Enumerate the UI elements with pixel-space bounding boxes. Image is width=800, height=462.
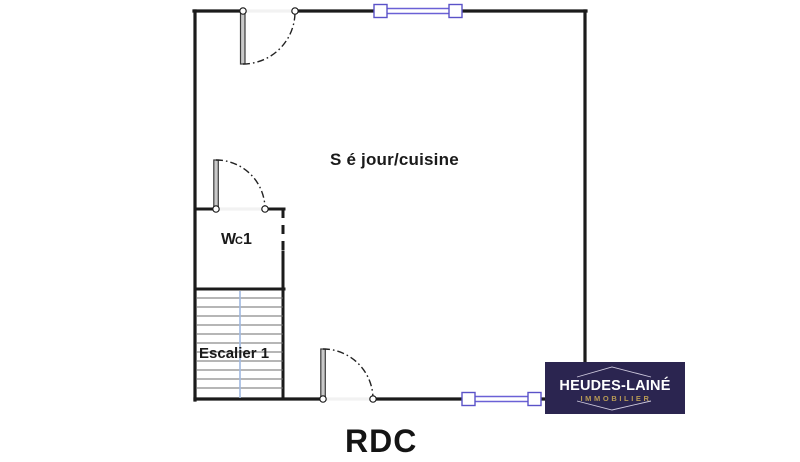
door-jamb-top-left [291,7,299,15]
window-bottom[interactable] [461,391,542,407]
door-swing-arc-top-left [242,11,296,65]
room-label-sejour-cuisine: S é jour/cuisine [330,150,459,169]
logo-chevron-top-icon [576,366,652,378]
door-wc[interactable] [212,159,269,213]
outer-walls [192,9,588,402]
logo-chevron-bottom-icon [576,400,652,411]
room-label-wc-number: 1 [243,231,252,248]
door-bottom[interactable] [319,348,377,403]
room-label-wc-c: C [235,235,243,247]
agency-logo: HEUDES-LAINÉ IMMOBILIER [545,362,685,414]
room-label-escalier: Escalier 1 [199,345,269,362]
door-jamb-wc [261,205,269,213]
logo-background-plate [545,362,685,414]
room-label-wc: W C 1 [221,231,252,248]
door-hinge-top-left [239,7,247,15]
window-bottom-jamb-left [461,391,476,407]
window-top-jamb-left [373,3,388,19]
door-top-left[interactable] [239,7,299,65]
door-hinge-bottom [319,395,327,403]
door-leaf-wc [213,159,219,210]
door-leaf-top-left [239,11,246,65]
door-jamb-bottom [369,395,377,403]
window-top[interactable] [373,3,463,19]
logo-subtitle-text: IMMOBILIER [581,394,652,403]
door-swing-arc-wc [215,159,266,210]
wc-room-walls [193,207,286,292]
logo-name-text: HEUDES-LAINÉ [559,377,670,394]
door-swing-arc-bottom [322,348,374,400]
door-hinge-wc [212,205,220,213]
plan-title-rdc: RDC [345,423,417,459]
door-leaf-bottom [320,348,326,400]
window-top-jamb-right [448,3,463,19]
stairwell-escalier-1 [196,287,285,401]
window-bottom-jamb-right [527,391,542,407]
room-label-wc-w: W [221,231,237,248]
